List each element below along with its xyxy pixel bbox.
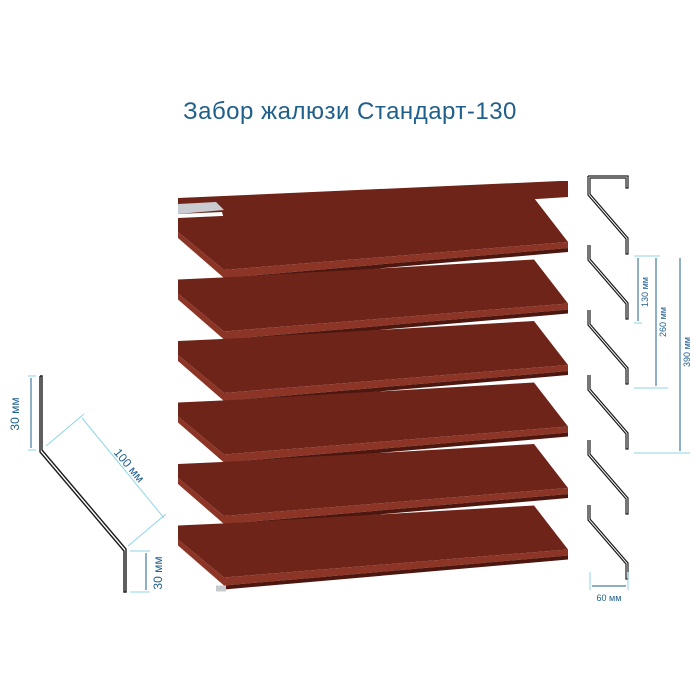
fence-slat [178, 505, 568, 592]
section-drawing: 130 мм 260 мм 390 мм 60 мм [587, 175, 692, 603]
slat-metal-flange [216, 585, 226, 592]
dim-label-slope: 100 мм [111, 446, 147, 486]
dim-line-slope [81, 417, 165, 519]
dim-label-top-flange: 30 мм [8, 397, 22, 430]
slat-lip [178, 416, 568, 463]
slat-face [178, 444, 568, 516]
dim-label-step-130: 130 мм [640, 277, 650, 307]
slat-lip [178, 539, 568, 586]
section-profile [587, 310, 629, 385]
fence-top-cap [178, 181, 568, 219]
section-profile [587, 375, 629, 450]
section-profile [587, 175, 629, 255]
slat-edge [224, 555, 568, 590]
section-profile [587, 245, 629, 320]
slat-face [178, 382, 568, 455]
section-profile [587, 505, 629, 580]
slat-profile-drawing: 30 мм 100 мм 30 мм [8, 375, 167, 593]
fence-illustration [178, 181, 568, 592]
diagram-title: Забор жалюзи Стандарт-130 [183, 98, 517, 125]
slat-lip [178, 355, 568, 401]
dim-label-step-260: 260 мм [658, 307, 668, 337]
slat-face [178, 198, 568, 270]
profile-outline [39, 375, 127, 593]
slat-lip [178, 293, 568, 340]
slat-face [178, 321, 568, 393]
dim-label-bottom-flange: 30 мм [151, 556, 165, 589]
dim-label-depth: 60 мм [597, 593, 622, 603]
slat-face [178, 505, 568, 578]
dim-label-step-390: 390 мм [682, 337, 692, 367]
section-profile [587, 440, 629, 515]
slat-lip [178, 478, 568, 524]
fence-top-cap-metal [178, 202, 224, 214]
slat-face [178, 259, 568, 332]
slat-lip [178, 232, 568, 278]
